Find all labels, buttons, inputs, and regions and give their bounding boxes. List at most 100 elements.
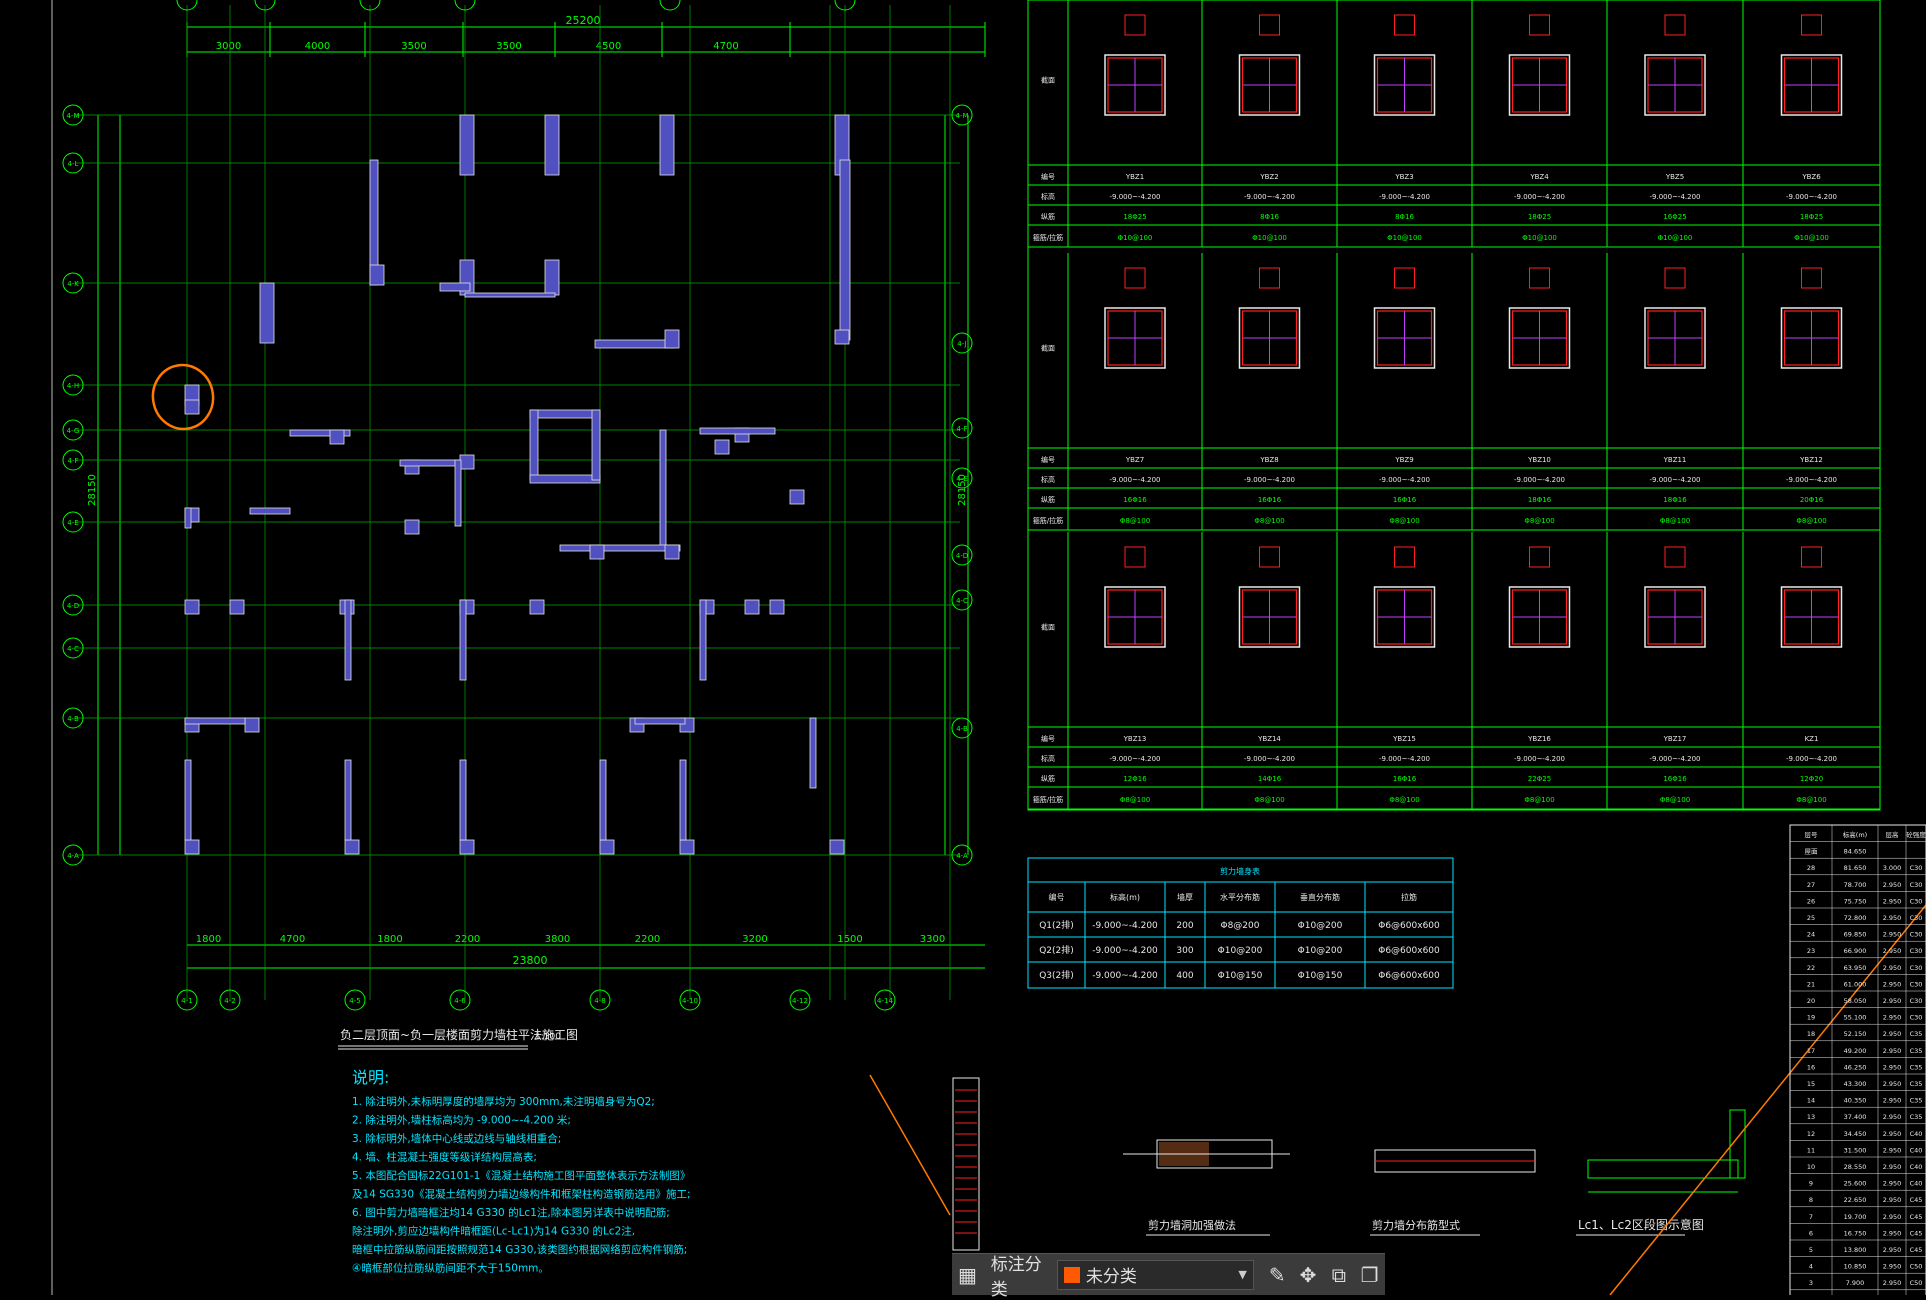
shear-wall-segment: [184, 717, 246, 725]
column-id: YBZ16: [1527, 735, 1551, 743]
axis-label-bottom: 4-1: [181, 997, 192, 1005]
level-cell: C35: [1910, 1080, 1923, 1088]
axis-label-left: 4-F: [67, 457, 78, 465]
wall-table-cell: Φ10@200: [1298, 921, 1343, 931]
level-cell: 2.950: [1883, 1063, 1902, 1071]
level-cell: 2.950: [1883, 980, 1902, 988]
level-cell: 9: [1809, 1180, 1813, 1188]
shear-wall-segment: [634, 717, 686, 725]
column-section-outline: [1238, 307, 1301, 369]
level-cell: C30: [1910, 1014, 1923, 1022]
row-label-elev: 标高: [1041, 754, 1055, 763]
level-cell: 63.950: [1844, 964, 1867, 972]
level-cell: C35: [1910, 1047, 1923, 1055]
bottom-dim-2: 1800: [377, 934, 402, 945]
wall-table-cell: Φ6@600x600: [1378, 921, 1440, 931]
axis-bubble-top: [834, 0, 856, 11]
shear-wall-segment: [459, 454, 475, 470]
wall-table-cell: 200: [1176, 921, 1193, 931]
annotation-toolbar: ▦ 标注分类 未分类 ▼ ✎ ✥ ⧉ ❐: [952, 1253, 1385, 1300]
wall-table-cell: -9.000~-4.200: [1092, 971, 1158, 981]
edit-icon[interactable]: ✎: [1268, 1262, 1286, 1287]
level-cell: 2.950: [1883, 1097, 1902, 1105]
category-color-swatch: [1063, 1266, 1080, 1283]
column-hoop-detail: [1664, 546, 1686, 568]
level-cell: 81.650: [1844, 864, 1867, 872]
level-cell: 75.750: [1844, 897, 1867, 905]
axis-label-right: 4-D: [956, 552, 968, 560]
level-cell: 2.950: [1883, 897, 1902, 905]
level-cell: C40: [1910, 1163, 1923, 1171]
level-cell: 22.650: [1844, 1196, 1867, 1204]
column-rebar: 12Φ20: [1800, 775, 1823, 783]
level-cell: 2.950: [1883, 1113, 1902, 1121]
wall-table-cell: Φ8@200: [1221, 921, 1260, 931]
shear-wall-segment: [544, 259, 560, 296]
top-dim-4: 4500: [596, 41, 621, 52]
shear-wall-segment: [184, 599, 200, 615]
column-elev: -9.000~-4.200: [1244, 755, 1295, 763]
axis-label-left: 4-E: [67, 519, 78, 527]
shear-wall-segment: [544, 114, 560, 176]
column-hoop-detail: [1124, 14, 1146, 36]
shear-wall-segment: [229, 599, 245, 615]
level-header: 层号: [1805, 831, 1819, 839]
note-line-7: 除注明外,剪应边墙构件暗框距(Lc-Lc1)为14 G330 的Lc2注,: [352, 1225, 635, 1238]
level-cell: 2.950: [1883, 997, 1902, 1005]
notes-heading: 说明:: [352, 1068, 389, 1087]
category-dropdown[interactable]: 未分类 ▼: [1056, 1259, 1254, 1290]
column-elev: -9.000~-4.200: [1650, 193, 1701, 201]
column-stirrup: Φ10@100: [1118, 234, 1153, 242]
total-width-top: 25200: [566, 14, 601, 27]
level-cell: C30: [1910, 964, 1923, 972]
markup-circle[interactable]: [148, 360, 218, 433]
note-line-5: 及14 SG330《混凝土结构剪力墙边缘构件和框架柱构造钢筋选用》施工;: [352, 1188, 691, 1201]
bottom-dim-1: 4700: [280, 934, 305, 945]
column-hoop-detail: [1394, 546, 1415, 568]
shear-wall-segment: [459, 839, 475, 855]
shear-wall-segment: [559, 544, 681, 552]
row-label-section: 截面: [1041, 623, 1055, 632]
shear-wall-segment: [679, 839, 695, 855]
column-id: YBZ5: [1665, 173, 1684, 181]
shear-wall-segment: [344, 839, 360, 855]
axis-bubble-left: [62, 104, 84, 126]
wall-table-cell: -9.000~-4.200: [1092, 921, 1158, 931]
note-line-1: 2. 除注明外,墙柱标高均为 -9.000~-4.200 米;: [352, 1114, 571, 1127]
axis-label-bottom: 4-10: [682, 997, 698, 1005]
level-cell: 26: [1807, 897, 1815, 905]
wall-table-header: 水平分布筋: [1220, 892, 1260, 902]
level-cell: 2.950: [1883, 1196, 1902, 1204]
column-elev: -9.000~-4.200: [1110, 476, 1161, 484]
copy-icon[interactable]: ⧉: [1331, 1262, 1346, 1287]
row-label-stirrup: 箍筋/拉筋: [1033, 795, 1063, 804]
level-cell: 84.650: [1844, 848, 1867, 856]
grid-icon[interactable]: ▦: [957, 1262, 977, 1287]
shear-wall-segment: [184, 759, 192, 841]
axis-label-left: 4-C: [67, 645, 79, 653]
column-elev: -9.000~-4.200: [1514, 193, 1565, 201]
column-stirrup: Φ8@100: [1796, 796, 1826, 804]
level-cell: C50: [1910, 1279, 1923, 1287]
level-cell: 4: [1809, 1263, 1813, 1271]
level-header: 标高(m): [1843, 830, 1867, 839]
axis-label-bottom: 4-8: [594, 997, 605, 1005]
axis-bubble-bottom: [344, 989, 366, 1011]
column-elev: -9.000~-4.200: [1514, 755, 1565, 763]
level-cell: 19.700: [1844, 1213, 1867, 1221]
axis-label-right: 4-C: [956, 597, 968, 605]
paste-icon[interactable]: ❐: [1360, 1262, 1379, 1287]
level-cell: 13: [1807, 1113, 1815, 1121]
level-cell: 72.800: [1844, 914, 1867, 922]
axis-bubble-right: [951, 589, 973, 611]
axis-bubble-bottom: [219, 989, 241, 1011]
column-rebar: 20Φ16: [1800, 496, 1824, 504]
column-elev: -9.000~-4.200: [1110, 755, 1161, 763]
move-icon[interactable]: ✥: [1299, 1262, 1317, 1287]
column-rebar: 16Φ16: [1393, 496, 1417, 504]
bottom-dim-3: 2200: [455, 934, 480, 945]
axis-label-right: 4-E: [956, 475, 967, 483]
